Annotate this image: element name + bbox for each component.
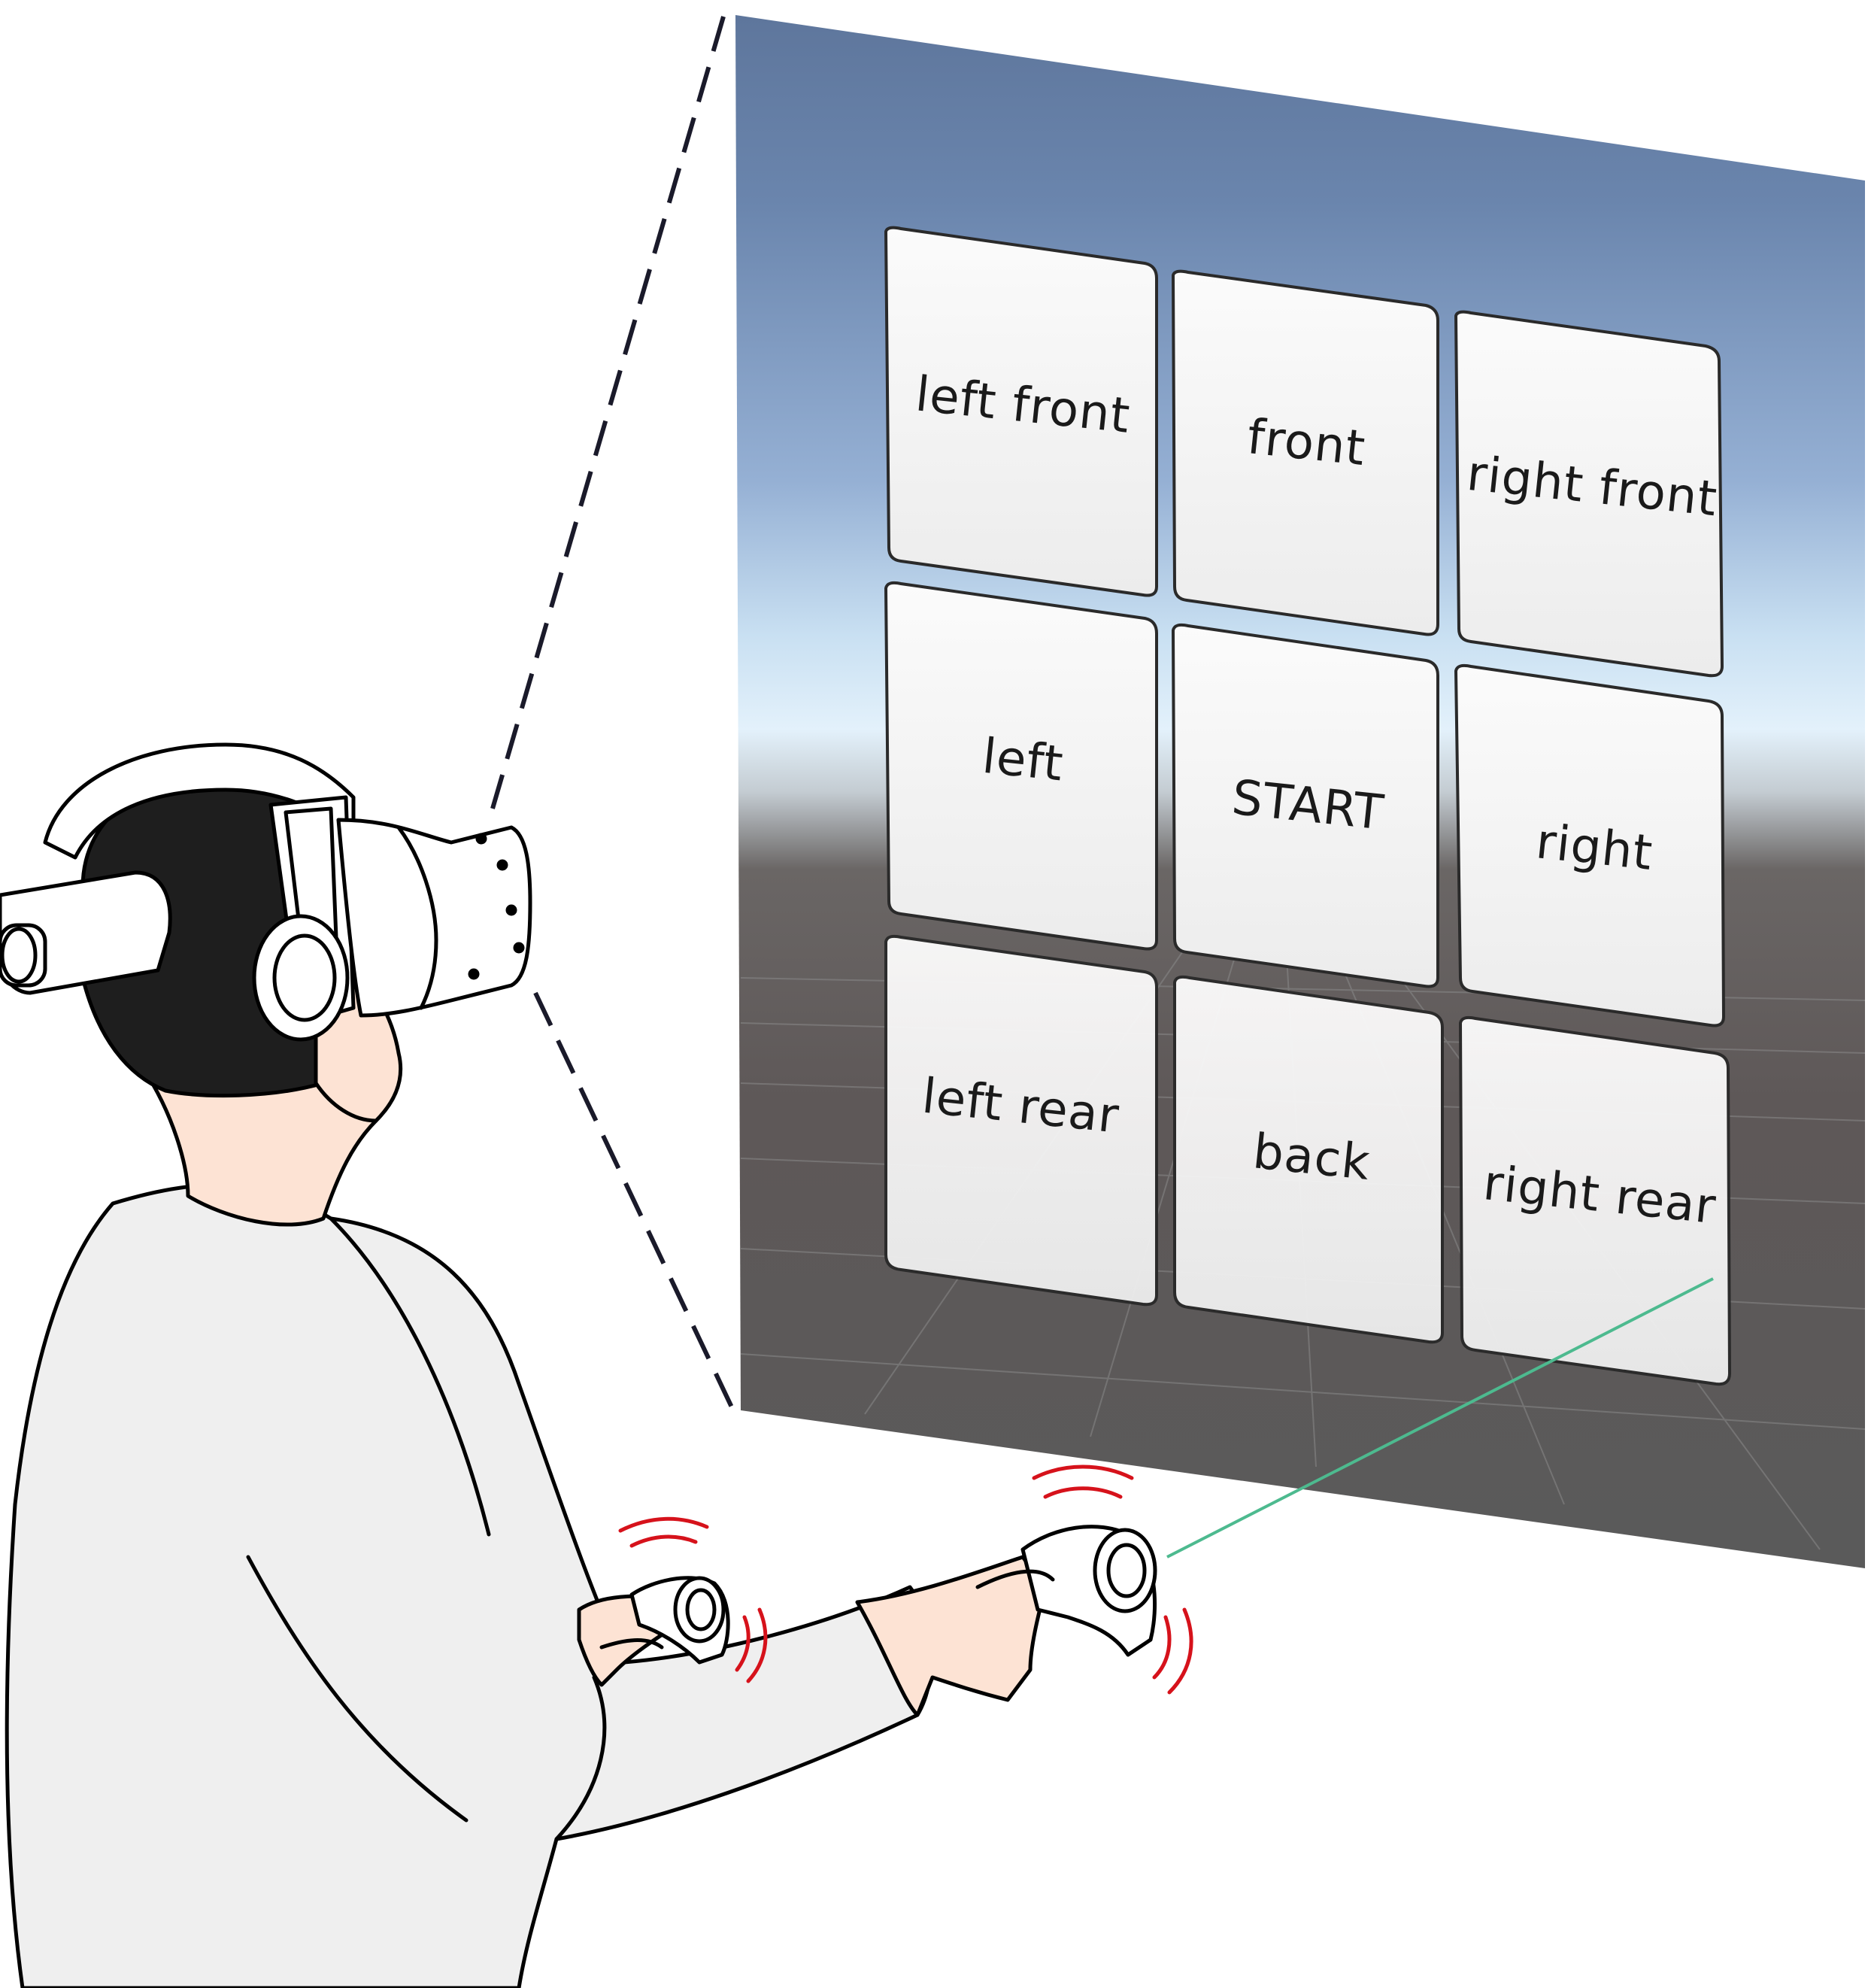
direction-button-grid: left front front right front left START …: [884, 226, 1732, 1386]
vibration-left: [618, 1516, 768, 1683]
laser-pointer-ray: [1166, 1277, 1714, 1559]
vr-headset-icon: [0, 795, 532, 1042]
button-front[interactable]: front: [1171, 269, 1439, 636]
vr-controller-left-icon: [599, 1576, 730, 1665]
headset-strap: [43, 742, 356, 860]
button-back-label: back: [1251, 1124, 1373, 1191]
right-arm: [855, 1555, 1048, 1717]
button-right-rear[interactable]: right rear: [1458, 1015, 1732, 1386]
button-back[interactable]: back: [1173, 975, 1444, 1344]
button-right-front[interactable]: right front: [1454, 310, 1724, 678]
button-right-label: right: [1533, 814, 1655, 882]
button-left-rear[interactable]: left rear: [884, 934, 1158, 1307]
button-left[interactable]: left: [884, 581, 1158, 951]
user-figure: [0, 742, 1193, 1988]
button-left-front[interactable]: left front: [884, 226, 1158, 597]
button-front-label: front: [1245, 409, 1368, 477]
button-start[interactable]: START: [1171, 623, 1439, 988]
button-left-label: left: [980, 729, 1066, 793]
button-right[interactable]: right: [1454, 663, 1726, 1027]
vr-controller-right-icon: [975, 1525, 1157, 1657]
view-projection-lines: [490, 16, 735, 1412]
vibration-right: [1032, 1464, 1193, 1695]
